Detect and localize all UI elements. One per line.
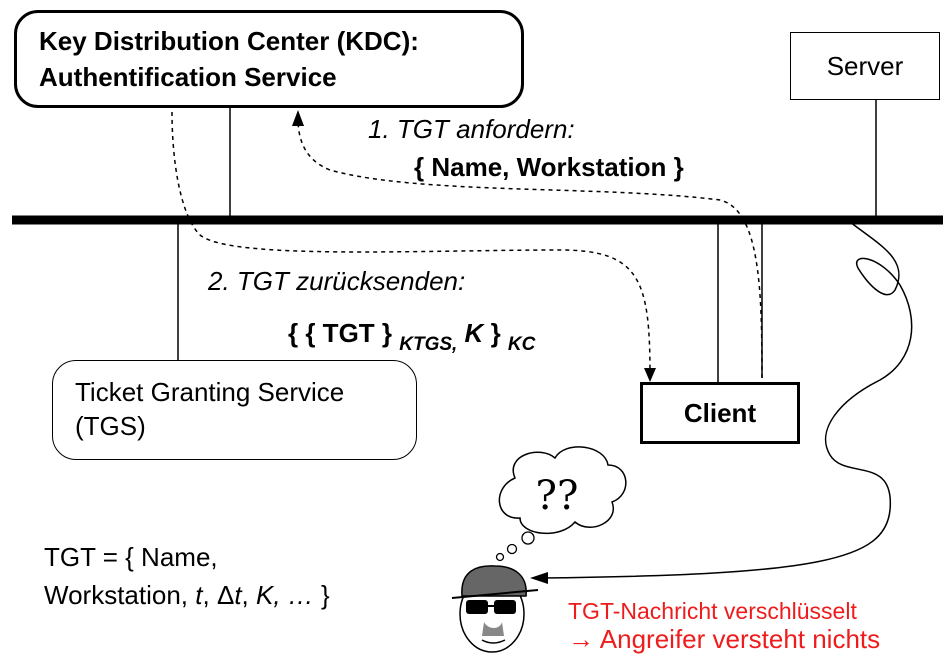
tgt-definition-line2: Workstation, t, Δt, K, … } <box>44 580 330 611</box>
step2-payload: { { TGT } KTGS, K } KC <box>288 318 535 355</box>
wiretap-arrowhead <box>530 572 548 584</box>
tgt-def-sep2: , <box>241 580 256 610</box>
tgt-return-arrow <box>171 111 651 376</box>
tgs-box: Ticket Granting Service (TGS) <box>52 360 417 460</box>
thought-cloud-icon <box>498 446 627 535</box>
step2-close: } <box>490 318 501 348</box>
client-box: Client <box>640 382 800 444</box>
attacker-icon <box>451 565 539 653</box>
tgs-line1: Ticket Granting Service <box>75 377 345 407</box>
tgt-def-end: } <box>313 580 330 610</box>
step2-comma: , <box>452 334 458 355</box>
step1-title: 1. TGT anfordern: <box>368 114 575 144</box>
tgt-def-sep1: , <box>202 580 217 610</box>
thought-dot-1 <box>521 531 535 545</box>
tgs-line2: (TGS) <box>75 411 146 441</box>
step2-sub-ktgs: KTGS <box>399 334 453 355</box>
note-line2: → Angreifer versteht nichts <box>568 624 881 654</box>
tgt-definition-line1: TGT = { Name, <box>44 542 218 572</box>
tgt-request-arrowhead <box>292 110 304 126</box>
tgt-def-delta: Δ <box>216 580 235 610</box>
step2-title: 2. TGT zurücksenden: <box>208 266 466 296</box>
tgt-def-t: t <box>195 580 203 610</box>
kdc-title-line2: Authentification Service <box>39 62 337 92</box>
step2-sub-kc: KC <box>507 334 536 355</box>
server-label: Server <box>826 51 904 81</box>
tgt-return-arrowhead <box>644 368 656 382</box>
kdc-title-line1: Key Distribution Center (KDC): <box>39 26 419 56</box>
thought-dot-3 <box>495 552 505 562</box>
client-label: Client <box>683 398 757 428</box>
tgt-def-workstation: Workstation, <box>44 580 196 610</box>
wiretap-line <box>539 221 913 579</box>
step2-open: { { TGT } <box>288 318 393 348</box>
kdc-auth-service-box: Key Distribution Center (KDC): Authentif… <box>14 10 524 108</box>
note-line1: TGT-Nachricht verschlüsselt <box>568 598 857 624</box>
step2-k: K <box>464 318 484 348</box>
tgt-def-k: K, … <box>256 580 314 610</box>
thought-text: ?? <box>535 473 579 519</box>
server-box: Server <box>790 32 940 100</box>
step1-payload: { Name, Workstation } <box>414 152 684 182</box>
tgt-def-t2: t <box>234 580 242 610</box>
thought-dot-2 <box>506 543 518 555</box>
